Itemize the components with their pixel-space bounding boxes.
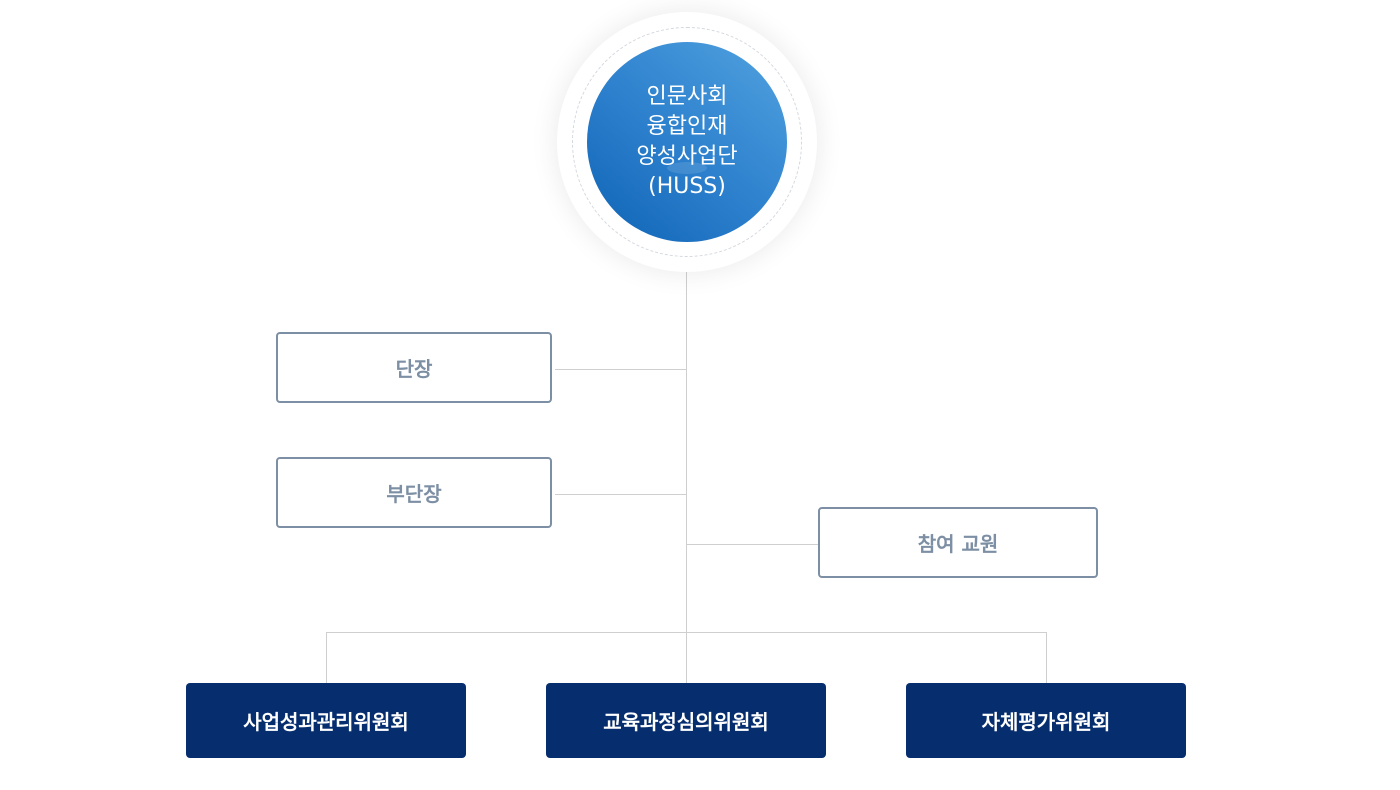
connector-director bbox=[555, 369, 686, 370]
committee-self-evaluation: 자체평가위원회 bbox=[906, 683, 1186, 758]
committee-performance-management: 사업성과관리위원회 bbox=[186, 683, 466, 758]
connector-faculty bbox=[686, 544, 819, 545]
root-node: 인문사회 융합인재 양성사업단 (HUSS) bbox=[587, 42, 787, 242]
connector-committees-horizontal bbox=[326, 632, 1047, 633]
watermark-logo-icon bbox=[667, 162, 707, 174]
connector-main-vertical bbox=[686, 270, 687, 683]
connector-committee-1 bbox=[326, 632, 327, 683]
committee-self-evaluation-label: 자체평가위원회 bbox=[981, 710, 1111, 734]
role-director-label: 단장 bbox=[395, 357, 433, 381]
role-participating-faculty-label: 참여 교원 bbox=[917, 532, 999, 556]
committee-curriculum-review-label: 교육과정심의위원회 bbox=[603, 710, 769, 734]
role-participating-faculty: 참여 교원 bbox=[818, 507, 1098, 578]
connector-committee-3 bbox=[1046, 632, 1047, 683]
role-vice-director-label: 부단장 bbox=[386, 482, 442, 506]
role-director: 단장 bbox=[276, 332, 552, 403]
root-node-dashed-ring bbox=[572, 27, 802, 257]
root-node-title: 인문사회 융합인재 양성사업단 (HUSS) bbox=[636, 84, 738, 199]
connector-vice-director bbox=[555, 494, 686, 495]
role-vice-director: 부단장 bbox=[276, 457, 552, 528]
committee-performance-management-label: 사업성과관리위원회 bbox=[243, 710, 409, 734]
committee-curriculum-review: 교육과정심의위원회 bbox=[546, 683, 826, 758]
